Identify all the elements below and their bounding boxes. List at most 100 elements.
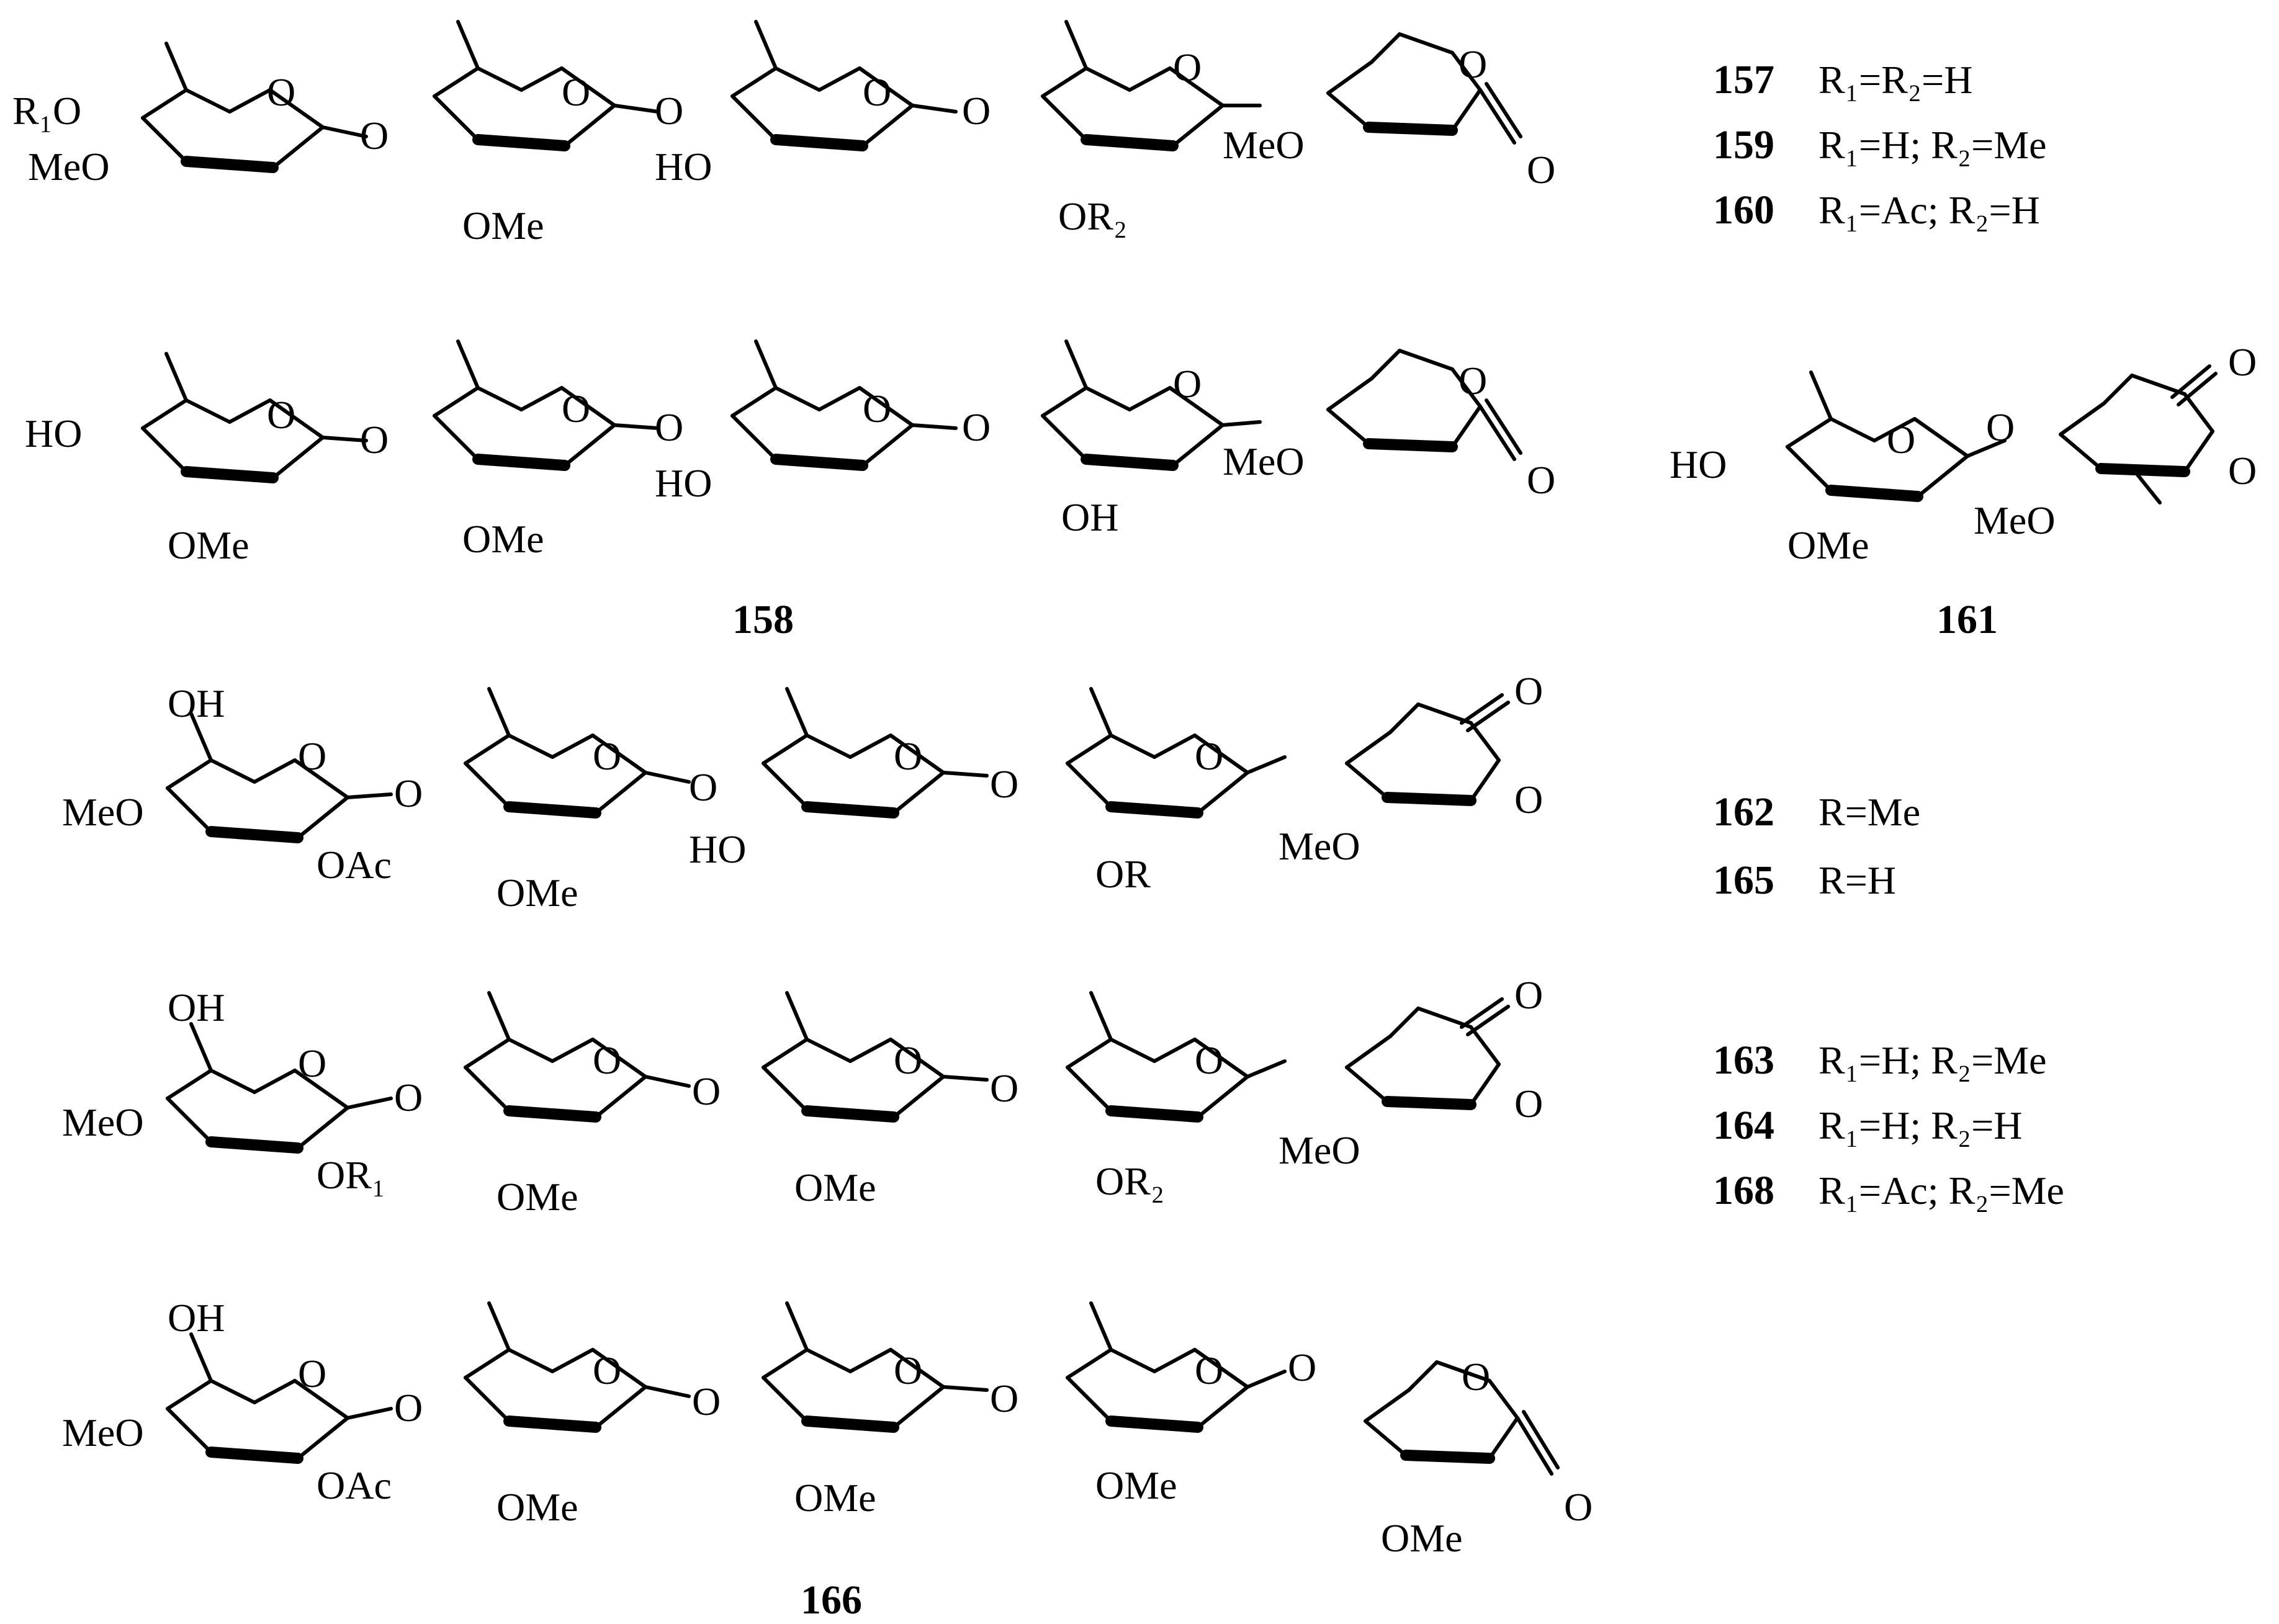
legend-162-165: 162 R=Me 165 R=H xyxy=(1713,789,1920,903)
substituent-text: R₁=H; R₂=Me xyxy=(1818,1038,2047,1082)
carbonyl-o-label: O xyxy=(1514,669,1543,713)
substituent-text: R₁=H; R₂=H xyxy=(1818,1103,2022,1147)
substituent-text: R=Me xyxy=(1818,790,1920,834)
glycosidic-o-label: O xyxy=(394,1075,423,1119)
carbonyl-o-label: O xyxy=(2228,340,2257,384)
ring-o-label: O xyxy=(894,1348,922,1393)
ring-o-label: O xyxy=(298,1041,326,1085)
carbonyl-o-label: O xyxy=(1564,1485,1593,1529)
ome-label: OMe xyxy=(1381,1516,1463,1560)
ome-label: OMe xyxy=(1095,1463,1177,1507)
lactone-o-label: O xyxy=(1459,42,1487,86)
ho-label: HO xyxy=(655,461,712,505)
ring-o-label: O xyxy=(1195,734,1223,778)
meo-label: MeO xyxy=(1279,1128,1360,1172)
ring-o-label: O xyxy=(1195,1038,1223,1082)
ome-label: OMe xyxy=(497,1175,578,1219)
glycosidic-o-label: O xyxy=(990,1066,1018,1110)
ring-o-label: O xyxy=(593,1348,621,1393)
meo-label: MeO xyxy=(1974,498,2056,542)
compound-id: 163 xyxy=(1713,1038,1774,1083)
meo-label: MeO xyxy=(28,145,110,189)
ome-label: OMe xyxy=(497,1485,578,1529)
glycosidic-o-label: O xyxy=(655,89,683,133)
oac-label: OAc xyxy=(317,843,392,887)
ring-o-label: O xyxy=(562,387,590,431)
glycosidic-o-label: O xyxy=(655,405,683,449)
meo-label: MeO xyxy=(1223,123,1305,167)
ring-o-label: O xyxy=(894,1038,922,1082)
ome-label: OMe xyxy=(462,204,544,248)
ome-label: OMe xyxy=(1787,523,1869,567)
glycosidic-o-label: O xyxy=(360,418,389,462)
structure-163-164-168: OH MeO OR₁ O O OMe O O OMe O O OR₂ O MeO… xyxy=(62,973,2064,1219)
ring-o-label: O xyxy=(267,70,295,114)
legend-157-159-160: 157 R₁=R₂=H 159 R₁=H; R₂=Me 160 R₁=Ac; R… xyxy=(1713,57,2047,233)
structure-162-165: OH MeO OAc O O OMe O O HO O O OR O MeO O… xyxy=(62,669,1920,915)
ho-label: HO xyxy=(1670,442,1727,487)
ring-o-label: O xyxy=(267,393,295,437)
compound-id: 164 xyxy=(1713,1103,1774,1148)
oh-label: OH xyxy=(168,1296,225,1340)
compound-id: 168 xyxy=(1713,1168,1774,1213)
compound-id: 162 xyxy=(1713,789,1774,835)
glycosidic-o-label: O xyxy=(394,1386,423,1430)
ring-o-label: O xyxy=(863,70,891,114)
ho-label: HO xyxy=(655,145,712,189)
glycosidic-o-label: O xyxy=(990,1376,1018,1420)
substituent-text: R₁=R₂=H xyxy=(1818,58,1972,102)
glycosidic-o-label: O xyxy=(1288,1345,1316,1389)
substituent-text: R₁=Ac; R₂=H xyxy=(1818,188,2040,232)
ring-o-label: O xyxy=(1173,45,1202,89)
oh-label: OH xyxy=(1061,495,1118,539)
lactone-o-label: O xyxy=(2228,449,2257,493)
lactone-o-label: O xyxy=(1462,1355,1490,1399)
substituent-text: R₁=Ac; R₂=Me xyxy=(1818,1169,2064,1213)
substituent-text: R₁=H; R₂=Me xyxy=(1818,123,2047,167)
glycosidic-o-label: O xyxy=(692,1069,721,1113)
meo-label: MeO xyxy=(1223,439,1305,483)
glycosidic-o-label: O xyxy=(962,405,991,449)
oh-label: OH xyxy=(168,985,225,1030)
carbonyl-o-label: O xyxy=(1514,973,1543,1017)
ome-label: OMe xyxy=(497,871,578,915)
or2-label: OR₂ xyxy=(1095,1159,1164,1203)
lactone-o-label: O xyxy=(1514,1082,1543,1126)
or-label: OR xyxy=(1095,852,1151,896)
meo-label: MeO xyxy=(62,1100,144,1144)
lactone-o-label: O xyxy=(1514,778,1543,822)
structure-158: HO OMe O O OMe O O HO O O OH MeO O O O 1… xyxy=(25,341,1555,642)
glycosidic-o-label: O xyxy=(962,89,991,133)
ring-o-label: O xyxy=(894,734,922,778)
compound-id: 160 xyxy=(1713,187,1774,233)
or2-label: OR₂ xyxy=(1058,194,1127,238)
glycosidic-o-label: O xyxy=(692,1380,721,1424)
oh-label: OH xyxy=(168,681,225,725)
meo-label: MeO xyxy=(1279,824,1360,868)
carbonyl-o-label: O xyxy=(1527,458,1555,502)
compound-id: 159 xyxy=(1713,122,1774,168)
meo-label: MeO xyxy=(62,790,144,834)
glycosidic-o-label: O xyxy=(394,771,423,815)
meo-label: MeO xyxy=(62,1411,144,1455)
lactone-o-label: O xyxy=(1459,359,1487,403)
compound-id: 157 xyxy=(1713,57,1774,102)
compound-id: 165 xyxy=(1713,858,1774,903)
or1-label: OR₁ xyxy=(317,1153,385,1197)
ring-o-label: O xyxy=(298,1352,326,1396)
ho-label: HO xyxy=(689,827,746,871)
glycosidic-o-label: O xyxy=(1986,405,2015,449)
ring-o-label: O xyxy=(1195,1348,1223,1393)
ring-o-label: O xyxy=(562,70,590,114)
glycosidic-o-label: O xyxy=(689,765,717,809)
structure-166: OH MeO OAc O O OMe O O OMe O O OMe O O O… xyxy=(62,1296,1593,1623)
ring-o-label: O xyxy=(298,734,326,778)
r1o-label: R₁O xyxy=(12,89,81,133)
structure-157-159-160: R₁O MeO O O OMe O O HO O O OR₂ MeO O O O… xyxy=(12,22,2047,248)
structure-161: HO OMe O O MeO O O 161 xyxy=(1670,340,2257,642)
ring-o-label: O xyxy=(1887,418,1915,462)
compound-id: 158 xyxy=(732,597,794,642)
ring-o-label: O xyxy=(593,734,621,778)
glycosidic-o-label: O xyxy=(360,114,389,158)
ome-label: OMe xyxy=(794,1165,876,1209)
